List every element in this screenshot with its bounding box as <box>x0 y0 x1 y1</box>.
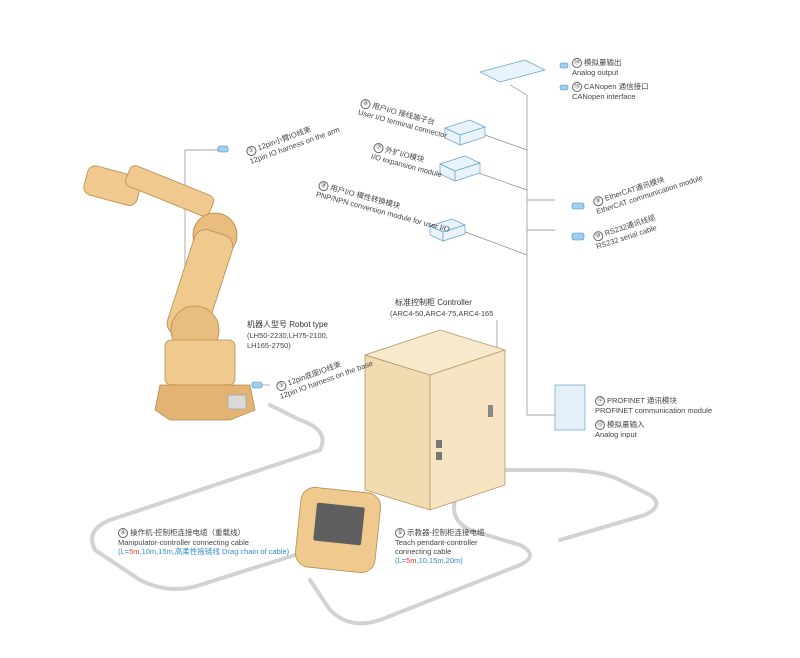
rs232-connector-icon <box>571 232 585 241</box>
robot-type-title: 机器人型号 Robot type <box>247 320 328 329</box>
robot-models-line1: (LH50-2230,LH75-2100, <box>247 331 328 340</box>
power-cables <box>90 403 659 626</box>
connector-icons <box>217 62 585 389</box>
controller-cabinet <box>363 329 507 511</box>
modules <box>429 59 586 431</box>
ethercat-connector-icon <box>571 202 585 210</box>
teach-pendant <box>295 487 381 573</box>
robot-arm <box>83 165 256 421</box>
teach-pendant-cable <box>308 498 532 626</box>
manipulator-cable <box>90 403 325 591</box>
robot-models-line2: LH165-2750) <box>247 341 291 350</box>
controller-title: 标准控制柜 Controller <box>395 298 472 307</box>
analog-out-connector-icon <box>559 62 569 69</box>
base-connector-icon <box>251 381 263 389</box>
arm-connector-icon <box>217 145 229 153</box>
controller-models: (ARC4-50,ARC4-75,ARC4-165 <box>390 309 494 318</box>
controller-cable <box>498 468 659 542</box>
canopen-connector-icon <box>559 84 569 91</box>
